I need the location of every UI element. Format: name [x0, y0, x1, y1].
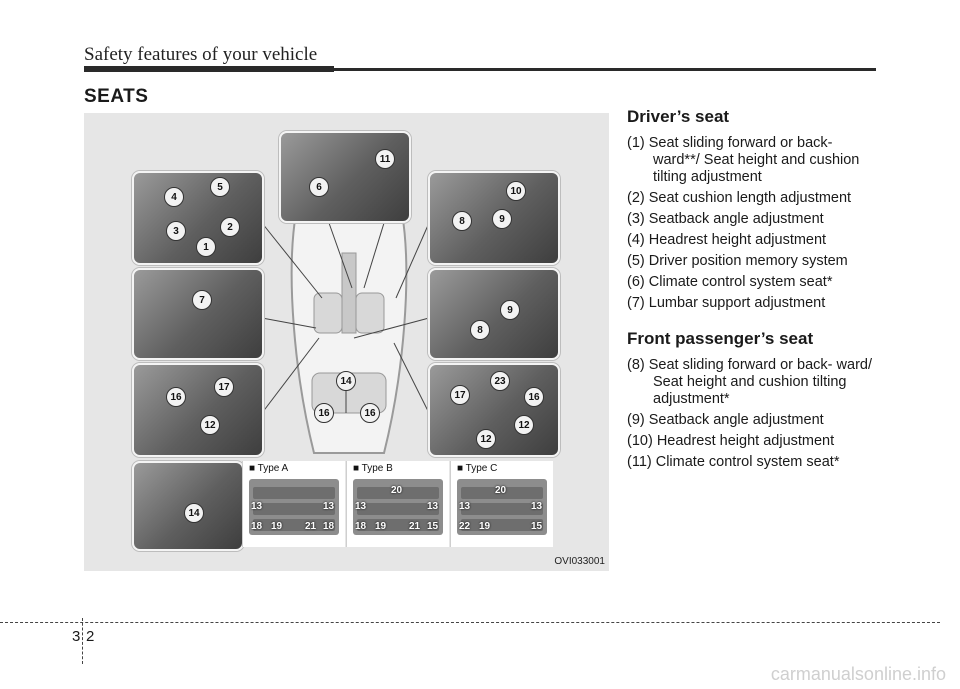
callout-18: 18: [355, 521, 367, 532]
callout-16b: 16: [524, 387, 544, 407]
watermark: carmanualsonline.info: [770, 664, 946, 684]
callout-17b: 17: [450, 385, 470, 405]
callout-15: 15: [531, 521, 543, 532]
driver-item-5: (5) Driver position memory system: [627, 253, 848, 269]
passenger-item-8: (8) Seat sliding forward or back- ward/ …: [627, 357, 872, 407]
type-b-control-panel: 20 13 13 18 19 21 15: [353, 479, 443, 535]
rear-armrest-panel: 14: [132, 461, 244, 551]
callout-9b: 9: [500, 300, 520, 320]
type-a-control-panel: 13 13 18 19 21 18: [249, 479, 339, 535]
rear-left-seat-switch-panel: 16 17 12: [132, 363, 264, 457]
callout-13: 13: [355, 501, 367, 512]
callout-12: 12: [200, 415, 220, 435]
callout-1: 1: [196, 237, 216, 257]
type-a-label: ■ Type A: [249, 463, 289, 474]
callout-20: 20: [391, 485, 403, 496]
callout-13: 13: [427, 501, 439, 512]
type-a-box: ■ Type A 13 13 18 19 21 18: [242, 461, 345, 547]
passenger-side-switch-panel: 9 8: [428, 268, 560, 360]
callout-12c: 12: [476, 429, 496, 449]
callout-6: 6: [309, 177, 329, 197]
callout-10: 10: [506, 181, 526, 201]
callout-5: 5: [210, 177, 230, 197]
callout-18: 18: [323, 521, 335, 532]
callout-19: 19: [375, 521, 387, 532]
rear-right-seat-switch-panel: 17 23 16 12 12: [428, 363, 560, 457]
callout-19: 19: [479, 521, 491, 532]
callout-11: 11: [375, 149, 395, 169]
driver-seat-heading: Driver’s seat: [627, 107, 730, 126]
callout-16: 16: [166, 387, 186, 407]
callout-13: 13: [251, 501, 263, 512]
driver-item-6: (6) Climate control system seat*: [627, 274, 833, 290]
callout-12b: 12: [514, 415, 534, 435]
callout-2: 2: [220, 217, 240, 237]
callout-20: 20: [495, 485, 507, 496]
page-number: 2: [86, 628, 95, 645]
callout-13: 13: [323, 501, 335, 512]
seats-figure: 4 5 3 2 1 7 16 17 12 11 6 10 8 9 9 8 17 …: [84, 113, 609, 571]
callout-17: 17: [214, 377, 234, 397]
callout-19: 19: [271, 521, 283, 532]
callout-4: 4: [164, 187, 184, 207]
section-title: SEATS: [84, 86, 149, 107]
header-rule: [84, 68, 876, 71]
callout-9: 9: [492, 209, 512, 229]
callout-13: 13: [459, 501, 471, 512]
callout-23: 23: [490, 371, 510, 391]
page-section-number: 3: [72, 628, 81, 645]
passenger-item-11: (11) Climate control system seat*: [627, 454, 840, 470]
callout-14: 14: [184, 503, 204, 523]
callout-21: 21: [305, 521, 317, 532]
driver-item-3: (3) Seatback angle adjustment: [627, 211, 824, 227]
callout-8: 8: [452, 211, 472, 231]
leader-lines: [261, 222, 430, 414]
console-climate-panel: 11 6: [279, 131, 411, 223]
type-c-control-panel: 20 13 13 22 19 15: [457, 479, 547, 535]
passenger-item-9: (9) Seatback angle adjustment: [627, 412, 824, 428]
passenger-item-10: (10) Headrest height adjustment: [627, 433, 835, 449]
callout-7: 7: [192, 290, 212, 310]
callout-18: 18: [251, 521, 263, 532]
driver-item-7: (7) Lumbar support adjustment: [627, 295, 826, 311]
driver-item-4: (4) Headrest height adjustment: [627, 232, 827, 248]
callout-15: 15: [427, 521, 439, 532]
footer-divider: [82, 618, 83, 664]
footer-rule: [0, 622, 940, 623]
callout-13: 13: [531, 501, 543, 512]
type-b-box: ■ Type B 20 13 13 18 19 21 15: [346, 461, 449, 547]
seat-description-column: Driver’s seat (1) Seat sliding forward o…: [627, 108, 877, 475]
lumbar-switch-panel: 7: [132, 268, 264, 360]
type-c-box: ■ Type C 20 13 13 22 19 15: [450, 461, 553, 547]
callout-16-center-right: 16: [360, 403, 380, 423]
driver-item-1: (1) Seat sliding forward or back- ward**…: [627, 135, 860, 185]
figure-code: OVI033001: [554, 556, 605, 567]
type-c-label: ■ Type C: [457, 463, 498, 474]
passenger-seat-switch-panel: 10 8 9: [428, 171, 560, 265]
passenger-seat-heading: Front passenger’s seat: [627, 329, 814, 348]
callout-21: 21: [409, 521, 421, 532]
running-header: Safety features of your vehicle: [84, 44, 318, 65]
type-b-label: ■ Type B: [353, 463, 393, 474]
callout-14-center: 14: [336, 371, 356, 391]
callout-3: 3: [166, 221, 186, 241]
driver-item-2: (2) Seat cushion length adjustment: [627, 190, 852, 206]
driver-seat-switch-panel: 4 5 3 2 1: [132, 171, 264, 265]
callout-8b: 8: [470, 320, 490, 340]
callout-22: 22: [459, 521, 471, 532]
callout-16-center-left: 16: [314, 403, 334, 423]
